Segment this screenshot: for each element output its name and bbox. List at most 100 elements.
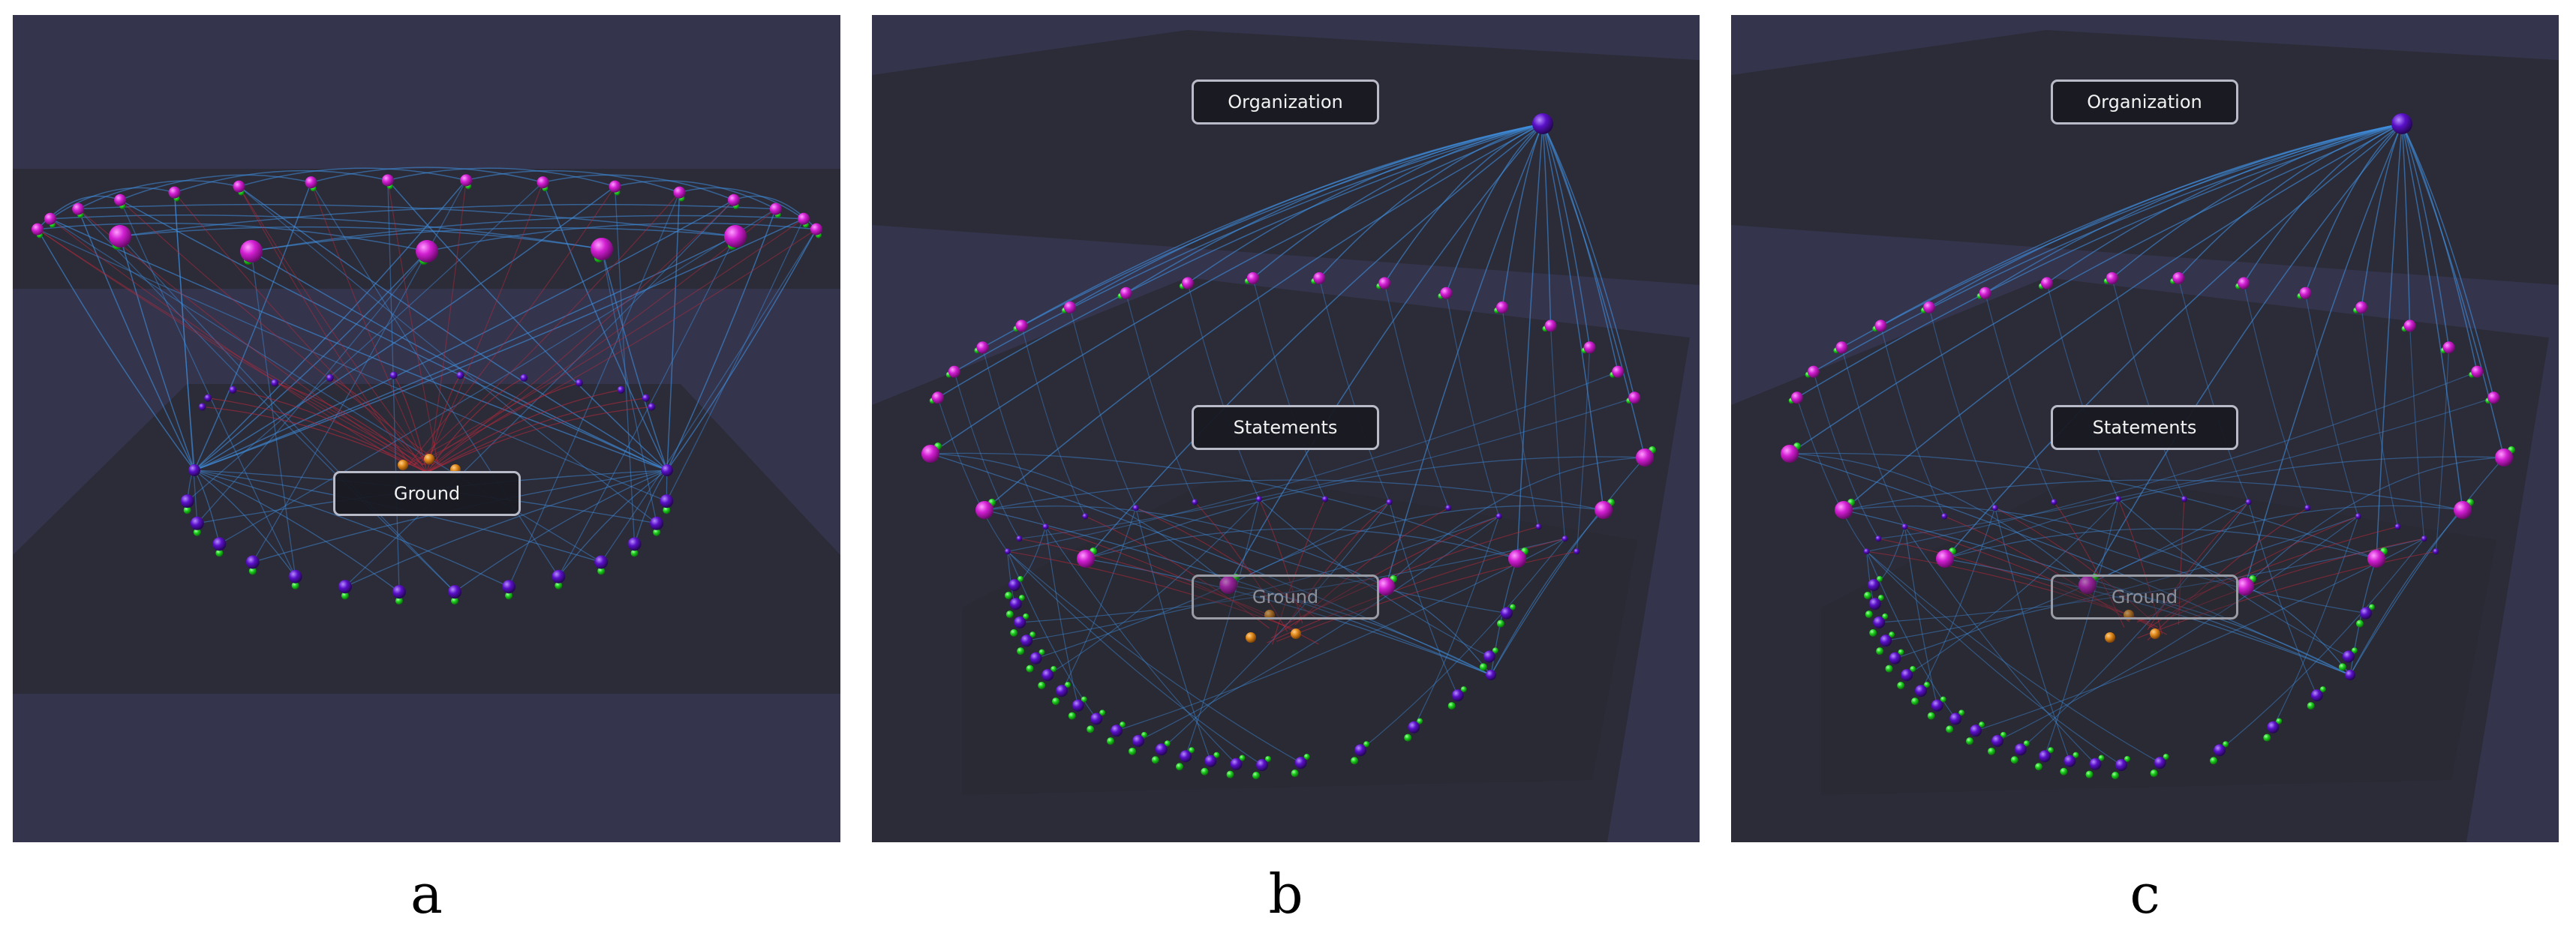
edge xyxy=(1944,123,2403,560)
edge xyxy=(954,123,1543,373)
statement-node xyxy=(1628,392,1641,404)
edge xyxy=(454,470,668,592)
edge xyxy=(194,470,509,587)
ground-node xyxy=(2181,496,2187,502)
edge xyxy=(2401,123,2463,511)
edge xyxy=(194,470,400,592)
leaf-node xyxy=(1129,747,1136,755)
edge xyxy=(251,250,668,471)
ground-node xyxy=(448,585,462,599)
edge xyxy=(1904,526,1938,706)
leaf-node xyxy=(215,549,224,557)
ground-node xyxy=(2267,721,2280,734)
statement-node xyxy=(2236,578,2254,596)
edge xyxy=(1045,526,1319,645)
edge xyxy=(666,192,681,471)
edge xyxy=(984,506,1387,587)
ground-node xyxy=(2115,496,2122,502)
ground-label: Ground xyxy=(2051,574,2238,620)
edge xyxy=(1841,123,2403,348)
leaf-node xyxy=(1910,666,1916,672)
leaf-node xyxy=(2263,734,2271,742)
leaf-node xyxy=(1479,663,1487,671)
statement-node xyxy=(575,379,583,387)
edge xyxy=(77,208,455,592)
edge xyxy=(197,250,428,524)
edge xyxy=(421,208,777,466)
edge xyxy=(2409,326,2425,539)
edge xyxy=(1187,123,1543,284)
edge xyxy=(1258,499,1490,657)
ground-node xyxy=(2359,607,2372,620)
edge xyxy=(1116,538,1565,731)
leaf-node xyxy=(2338,663,2346,671)
leaf-node xyxy=(1876,647,1884,656)
edge xyxy=(329,377,428,473)
edge xyxy=(194,186,615,471)
statement-node xyxy=(168,186,181,199)
edge xyxy=(194,179,467,471)
leaf-node xyxy=(1924,682,1931,688)
statement-node xyxy=(2299,286,2312,299)
edge xyxy=(1975,538,2424,731)
edge xyxy=(37,229,667,502)
leaf-node xyxy=(1010,628,1018,637)
edge xyxy=(1047,499,1260,676)
leaf-node xyxy=(1141,731,1147,738)
leaf-node xyxy=(2150,770,2158,778)
ground-node xyxy=(1574,548,1580,555)
ground-node xyxy=(1291,628,1301,639)
ground-node xyxy=(2245,499,2252,506)
statement-node xyxy=(648,403,656,411)
edge xyxy=(1085,456,1646,560)
ground-node xyxy=(1863,548,1870,555)
edge xyxy=(633,470,668,544)
panel-label-c: c xyxy=(2130,862,2160,926)
edge xyxy=(600,229,817,562)
ground-node xyxy=(1495,513,1502,520)
ground-node xyxy=(2051,499,2057,506)
edge xyxy=(219,208,777,544)
ground-node xyxy=(392,585,406,599)
ground-node xyxy=(1875,536,1882,542)
statement-node xyxy=(233,180,245,193)
leaf-node xyxy=(1018,595,1025,602)
edge xyxy=(2243,283,2308,508)
leaf-node xyxy=(1164,740,1171,747)
statement-node xyxy=(1807,365,1820,378)
edge xyxy=(508,192,681,587)
edge xyxy=(2087,123,2403,586)
leaf-node xyxy=(1882,613,1889,620)
edge xyxy=(1813,123,2403,373)
leaf-node xyxy=(1351,757,1359,765)
ground-node xyxy=(1155,743,1168,756)
ground-node xyxy=(212,537,227,551)
leaf-node xyxy=(1988,747,1995,755)
statement-node xyxy=(2403,320,2416,332)
leaf-node xyxy=(1023,613,1029,620)
leaf-node xyxy=(2035,763,2043,771)
edge xyxy=(1501,307,1540,527)
edge xyxy=(2178,123,2403,279)
leaf-node xyxy=(2010,756,2018,764)
leaf-node xyxy=(1946,725,1954,734)
edge xyxy=(119,200,296,578)
ground-node xyxy=(2105,632,2115,643)
edge xyxy=(1843,479,2463,511)
edge xyxy=(1550,326,1566,539)
edge xyxy=(1542,123,1552,326)
edge xyxy=(2361,307,2399,527)
leaf-node xyxy=(2355,620,2364,628)
edge xyxy=(1542,123,1591,348)
ground-node xyxy=(1072,699,1084,712)
edge xyxy=(77,208,195,471)
ground-node xyxy=(1042,524,1049,530)
edge xyxy=(2166,538,2424,620)
leaf-node xyxy=(2048,747,2054,754)
edge xyxy=(1866,371,2478,552)
hub-node xyxy=(2345,670,2355,680)
edge xyxy=(1026,515,1499,641)
edge xyxy=(981,347,1047,527)
graph-view-c xyxy=(1731,30,2559,842)
statement-node xyxy=(240,240,263,262)
